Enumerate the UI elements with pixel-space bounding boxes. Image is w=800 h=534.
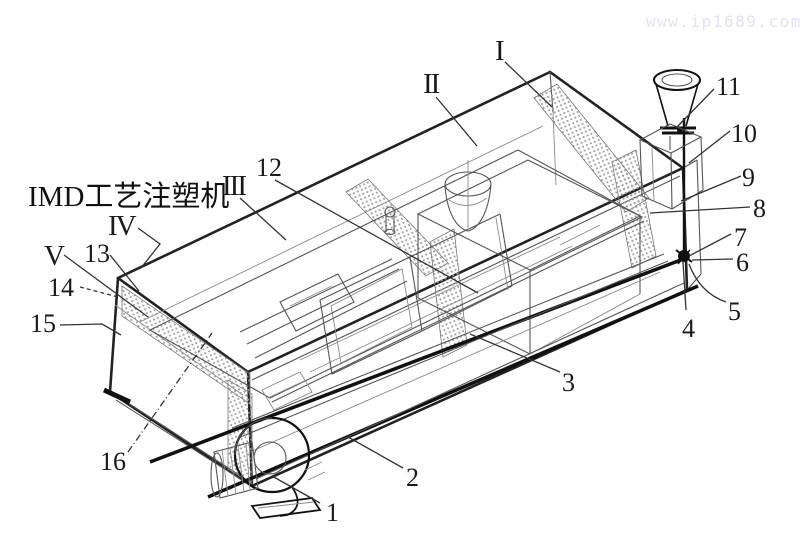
guide-post-12 [384, 206, 396, 236]
figure-caption: IMD工艺注塑机 [28, 180, 229, 213]
label-12: 12 [256, 153, 282, 182]
hopper-assembly [638, 69, 704, 256]
label-13: 13 [84, 239, 110, 268]
label-6: 6 [736, 248, 749, 277]
label-4: 4 [682, 314, 695, 343]
center-feed-funnel [444, 160, 492, 232]
hatch-front-left-post [227, 379, 253, 485]
blower-assembly [210, 416, 326, 519]
leader-lines [59, 61, 751, 504]
label-10: 10 [731, 119, 757, 148]
label-16: 16 [100, 447, 126, 476]
part-labels: I II III IV V 1 2 3 4 5 6 7 8 9 10 11 12… [30, 35, 766, 527]
enclosure-wireframe [102, 70, 702, 490]
label-II: II [423, 68, 440, 100]
label-1: 1 [326, 498, 339, 527]
hatch-partition-mid [429, 228, 468, 358]
label-8: 8 [753, 194, 766, 223]
label-5: 5 [728, 297, 741, 326]
injection-carriage [239, 258, 408, 411]
label-14: 14 [48, 273, 74, 302]
watermark: www.ip1689.com [646, 12, 800, 31]
base-rails [149, 253, 699, 499]
label-11: 11 [716, 72, 741, 101]
label-I: I [495, 35, 504, 67]
hatched-walls [121, 83, 657, 485]
label-3: 3 [562, 368, 575, 397]
hatch-right-inner-wall [533, 83, 650, 213]
label-9: 9 [742, 163, 755, 192]
injection-housing-block [416, 159, 642, 355]
label-15: 15 [30, 309, 56, 338]
label-IV: IV [108, 210, 137, 242]
clamping-unit [319, 213, 513, 375]
label-7: 7 [734, 223, 747, 252]
label-V: V [44, 240, 65, 272]
label-III: III [222, 170, 246, 202]
label-2: 2 [406, 463, 419, 492]
